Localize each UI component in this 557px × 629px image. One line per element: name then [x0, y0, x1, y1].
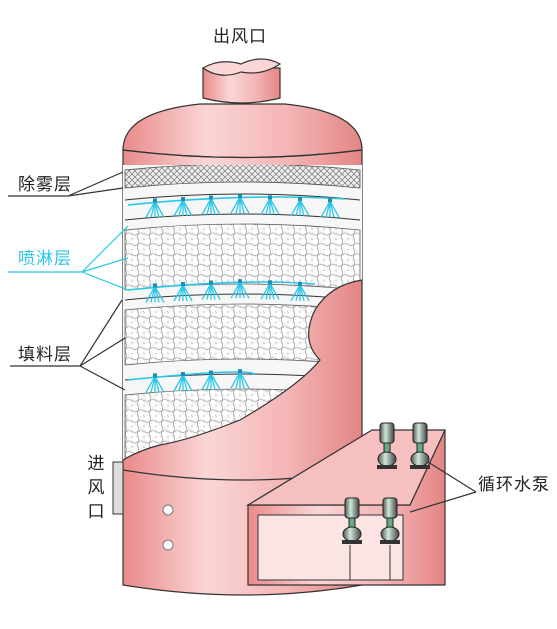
- spray-nozzle: [230, 369, 250, 389]
- pump-label: 循环水泵: [478, 475, 550, 495]
- demister-label: 除雾层: [18, 175, 72, 195]
- inlet-label: 进 风 口: [86, 452, 106, 524]
- circulation-pump: [377, 422, 397, 469]
- spray-nozzle: [145, 283, 165, 303]
- spray-nozzle: [230, 279, 250, 299]
- spray-nozzle: [201, 195, 221, 215]
- circulation-pump: [342, 497, 362, 544]
- spray-nozzle: [260, 195, 280, 215]
- cutaway-edge: [122, 279, 363, 461]
- spray-headers: [127, 194, 346, 393]
- spray-nozzle: [145, 373, 165, 393]
- inlet-char-2: 风: [87, 478, 105, 498]
- spray-header-pipe: [127, 371, 256, 381]
- spray-nozzle: [201, 280, 221, 300]
- inlet-flange: [112, 461, 124, 515]
- spray-nozzle: [145, 198, 165, 218]
- spray-nozzle: [320, 198, 340, 218]
- packing-layer-label: 填料层: [18, 345, 72, 365]
- spray-nozzle: [173, 282, 193, 302]
- spray-nozzle: [173, 197, 193, 217]
- inlet-char-1: 进: [87, 454, 105, 474]
- spray-nozzle: [260, 280, 280, 300]
- demister-mesh: [124, 165, 361, 189]
- inlet-char-3: 口: [87, 502, 105, 522]
- spray-nozzle: [230, 194, 250, 214]
- column-dome: [122, 103, 363, 159]
- circulation-pump: [380, 497, 400, 544]
- spray-nozzle: [173, 372, 193, 392]
- spray-nozzle: [290, 281, 310, 302]
- outlet-stack: [201, 58, 282, 104]
- spray-nozzle: [290, 196, 310, 217]
- circulation-pump: [410, 422, 430, 469]
- spray-nozzle: [201, 370, 221, 390]
- leader-lines: [8, 171, 477, 513]
- circulation-pumps: [342, 422, 430, 544]
- outlet-label: 出风口: [213, 27, 267, 47]
- packing-bed-1: [124, 223, 361, 291]
- spray-layer-label: 喷淋层: [18, 249, 72, 269]
